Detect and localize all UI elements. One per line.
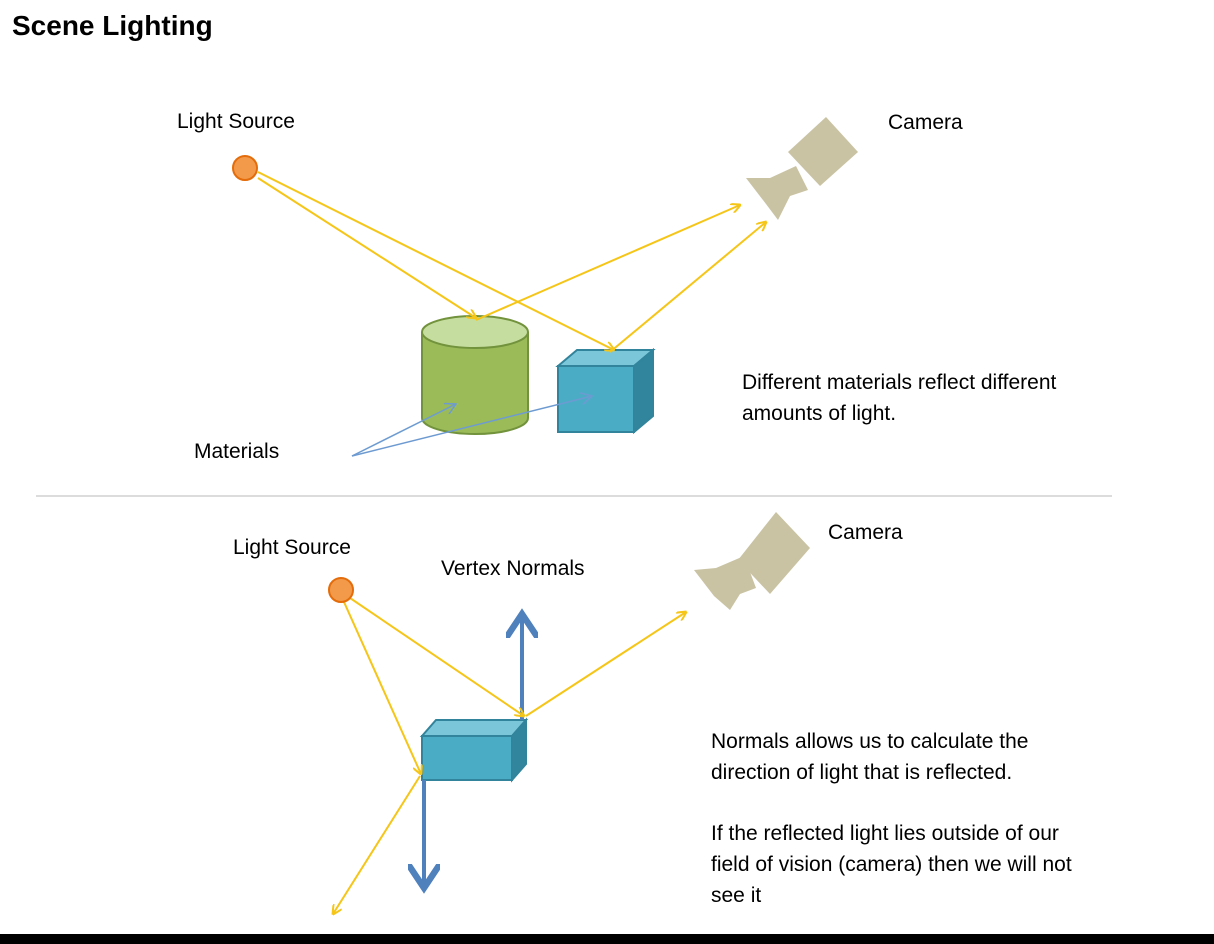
light-rays <box>257 171 766 353</box>
visibility-description: If the reflected light lies outside of o… <box>711 818 1072 911</box>
description-line: Different materials reflect different <box>742 371 1057 394</box>
cube-material <box>555 347 656 435</box>
camera-label: Camera <box>828 521 903 544</box>
light-source-icon <box>328 577 354 603</box>
description-line: amounts of light. <box>742 402 897 425</box>
bottom-section <box>328 512 810 914</box>
light-source-label: Light Source <box>177 110 295 133</box>
top-section <box>232 117 858 457</box>
cube-object <box>419 717 529 783</box>
materials-label: Materials <box>194 440 280 463</box>
camera-icon <box>746 117 858 220</box>
normals-description: Normals allows us to calculate the direc… <box>711 726 1028 788</box>
description-line: field of vision (camera) then we will no… <box>711 853 1072 876</box>
light-source-icon <box>232 155 258 181</box>
description-line: see it <box>711 884 762 907</box>
bottom-border <box>0 934 1214 944</box>
description-line: direction of light that is reflected. <box>711 761 1013 784</box>
description-line: If the reflected light lies outside of o… <box>711 822 1059 845</box>
light-rays <box>333 597 686 914</box>
vertex-normals-arrows <box>424 614 522 888</box>
vertex-normals-label: Vertex Normals <box>441 557 585 580</box>
materials-pointer-arrows <box>351 396 592 457</box>
light-source-label: Light Source <box>233 536 351 559</box>
page-title: Scene Lighting <box>12 10 213 41</box>
materials-description: Different materials reflect different am… <box>742 367 1056 429</box>
camera-label: Camera <box>888 111 963 134</box>
camera-icon <box>694 512 810 610</box>
description-line: Normals allows us to calculate the <box>711 730 1029 753</box>
